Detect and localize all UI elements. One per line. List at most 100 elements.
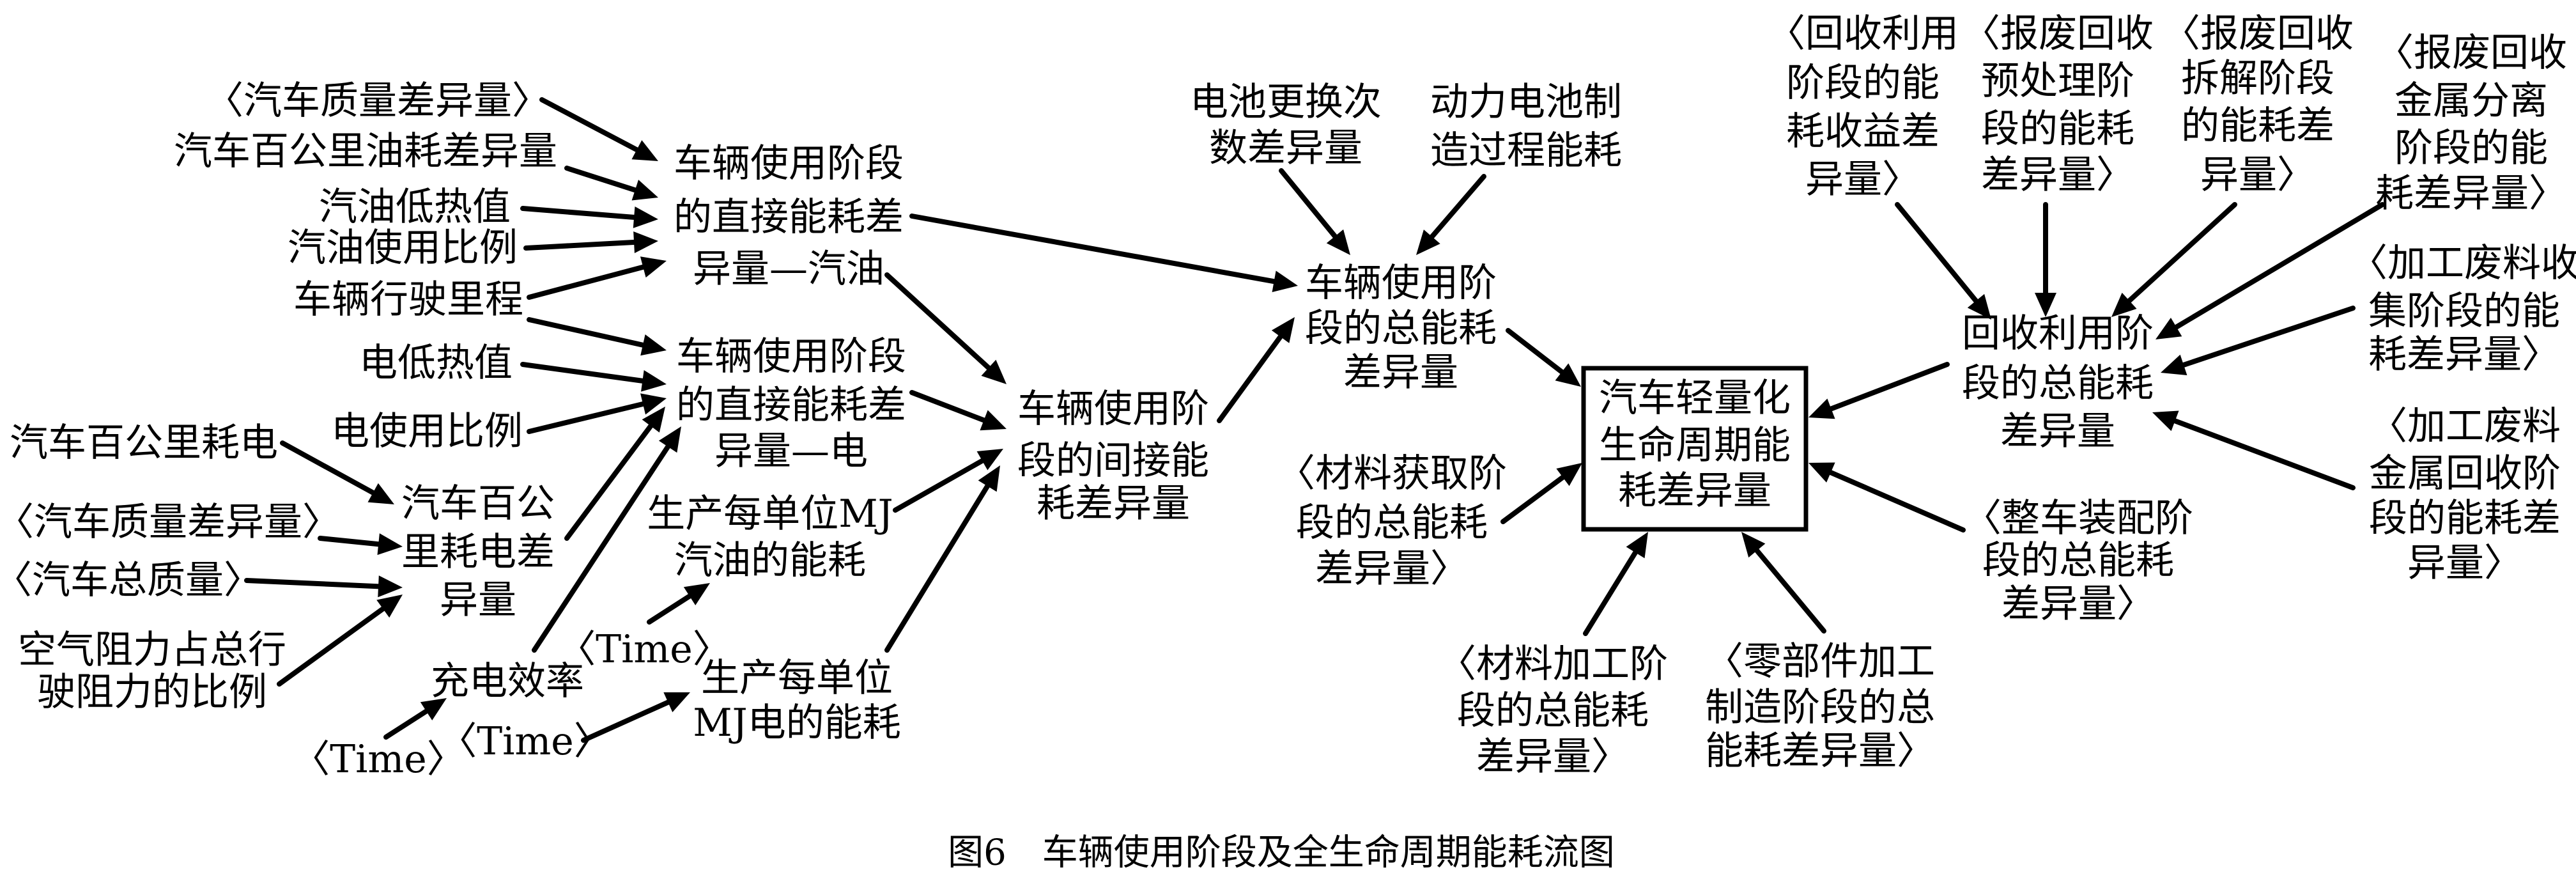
node-label-line: 段的能耗差 (2369, 496, 2561, 541)
node-label-line: 异量〉 (2407, 541, 2522, 586)
arrowhead-icon (367, 483, 394, 504)
node-label-line: 预处理阶 (1981, 59, 2134, 104)
edge-total-use-to-lifecycle-total (1506, 328, 1581, 387)
lifecycle-total-box (1581, 366, 1809, 532)
node-label-line: 〈零部件加工 (1705, 639, 1935, 684)
node-label-line: 段的能耗 (1981, 107, 2134, 152)
node-label-line: 电使用比例 (331, 409, 523, 454)
edge-battery-manufacturing-to-total-use (1416, 174, 1486, 255)
node-label-line: 集阶段的能 (2368, 289, 2560, 334)
edge-line (564, 421, 655, 541)
node-label-line: 金属分离 (2395, 79, 2548, 123)
edge-line (1279, 168, 1339, 241)
node-label-line: 〈材料获取阶 (1277, 451, 1507, 496)
node-label-line: 异量〉 (2200, 153, 2315, 198)
arrowhead-icon (2152, 410, 2179, 432)
node-label-line: 〈加工废料收 (2349, 241, 2576, 286)
edge-line (564, 166, 640, 194)
arrowhead-icon (2035, 293, 2056, 317)
arrowhead-icon (633, 231, 658, 253)
arrowhead-icon (980, 410, 1006, 431)
arrowhead-icon (978, 465, 1000, 492)
node-label-line: 段的总能耗 (1982, 538, 2174, 583)
node-label-line: 〈汽车质量差异量〉 (0, 500, 341, 545)
edge-line (1826, 469, 1966, 533)
arrowhead-icon (642, 407, 665, 433)
arrowhead-icon (1271, 317, 1295, 343)
edge-line (527, 400, 648, 434)
arrowhead-icon (1809, 398, 1835, 419)
node-time-1: 〈Time〉 (557, 627, 731, 672)
node-fuel-per100km-diff: 汽车百公里油耗差异量 (174, 129, 557, 174)
node-label-line: 〈汽车总质量〉 (0, 558, 262, 603)
edge-direct-electric-to-indirect-use (909, 390, 1006, 431)
node-label-line: 拆解阶段 (2181, 56, 2334, 101)
edge-air-resistance-ratio-to-elec-per100km-diff (277, 595, 403, 687)
arrowhead-icon (640, 256, 667, 278)
node-electric-lhv: 电低热值 (359, 341, 513, 385)
edge-elec-per100km-diff-to-direct-electric (564, 407, 665, 541)
edge-electric-lhv-to-direct-electric (520, 362, 667, 392)
edge-line (539, 97, 642, 154)
figure-caption: 图6 车辆使用阶段及全生命周期能耗流图 (948, 832, 1615, 874)
edge-line (318, 536, 384, 547)
arrowhead-icon (641, 369, 667, 392)
edge-direct-gasoline-to-total-use (909, 214, 1298, 292)
arrowhead-icon (2156, 317, 2182, 339)
arrowhead-icon (1626, 532, 1648, 559)
edge-line (520, 206, 640, 221)
edge-charging-efficiency-to-direct-electric (532, 426, 681, 653)
node-label-line: 〈回收利用 (1767, 12, 1959, 56)
node-label-line: 汽油使用比例 (288, 226, 518, 270)
node-label-line: 汽车百公里油耗差异量 (174, 129, 557, 174)
node-label-line: 耗差异量〉 (2375, 171, 2567, 216)
node-label-line: 生产每单位MJ (647, 492, 893, 536)
node-label-line: 里耗电差 (401, 530, 555, 575)
node-label-line: 异量—汽油 (693, 247, 884, 292)
node-label-line: 的能耗差 (2181, 104, 2334, 148)
edge-line (2171, 202, 2385, 331)
edge-time-1-to-gasoline-mj-energy (647, 583, 710, 625)
edge-line (532, 442, 672, 653)
edge-line (909, 214, 1279, 284)
arrowhead-icon (640, 334, 667, 356)
arrowhead-icon (1967, 293, 1991, 320)
edges-layer (244, 97, 2385, 743)
edge-waste-collection-to-recycling-total (2161, 306, 2356, 376)
arrowhead-icon (663, 692, 690, 713)
edge-line (280, 440, 378, 497)
node-label-line: 车辆使用阶 (1305, 261, 1497, 306)
node-label-line: 差异量〉 (2001, 582, 2155, 626)
arrowhead-icon (1556, 463, 1582, 486)
node-label-line: 段的总能耗 (1962, 361, 2154, 406)
node-label-line: 异量—电 (714, 429, 868, 474)
node-time-3: 〈Time〉 (438, 719, 612, 764)
arrowhead-icon (631, 140, 658, 161)
node-label-line: 汽车轻量化 (1599, 376, 1791, 421)
edge-waste-metal-recovery-to-recycling-total (2152, 410, 2356, 490)
node-electric-share: 电使用比例 (331, 409, 523, 454)
edge-line (1895, 202, 1980, 306)
edge-line (884, 481, 992, 653)
node-label-line: 驶阻力的比例 (37, 670, 267, 715)
node-label-line: 耗收益差 (1786, 109, 1940, 154)
node-mass-diff-top: 〈汽车质量差异量〉 (205, 79, 550, 123)
edge-line (244, 578, 384, 589)
node-label-line: 电池更换次 (1190, 80, 1382, 125)
edge-line (893, 456, 987, 513)
node-label-line: 金属回收阶 (2369, 451, 2561, 496)
edge-line (527, 263, 649, 300)
edge-line (277, 604, 388, 687)
node-label-line: 耗差异量 (1037, 481, 1190, 526)
